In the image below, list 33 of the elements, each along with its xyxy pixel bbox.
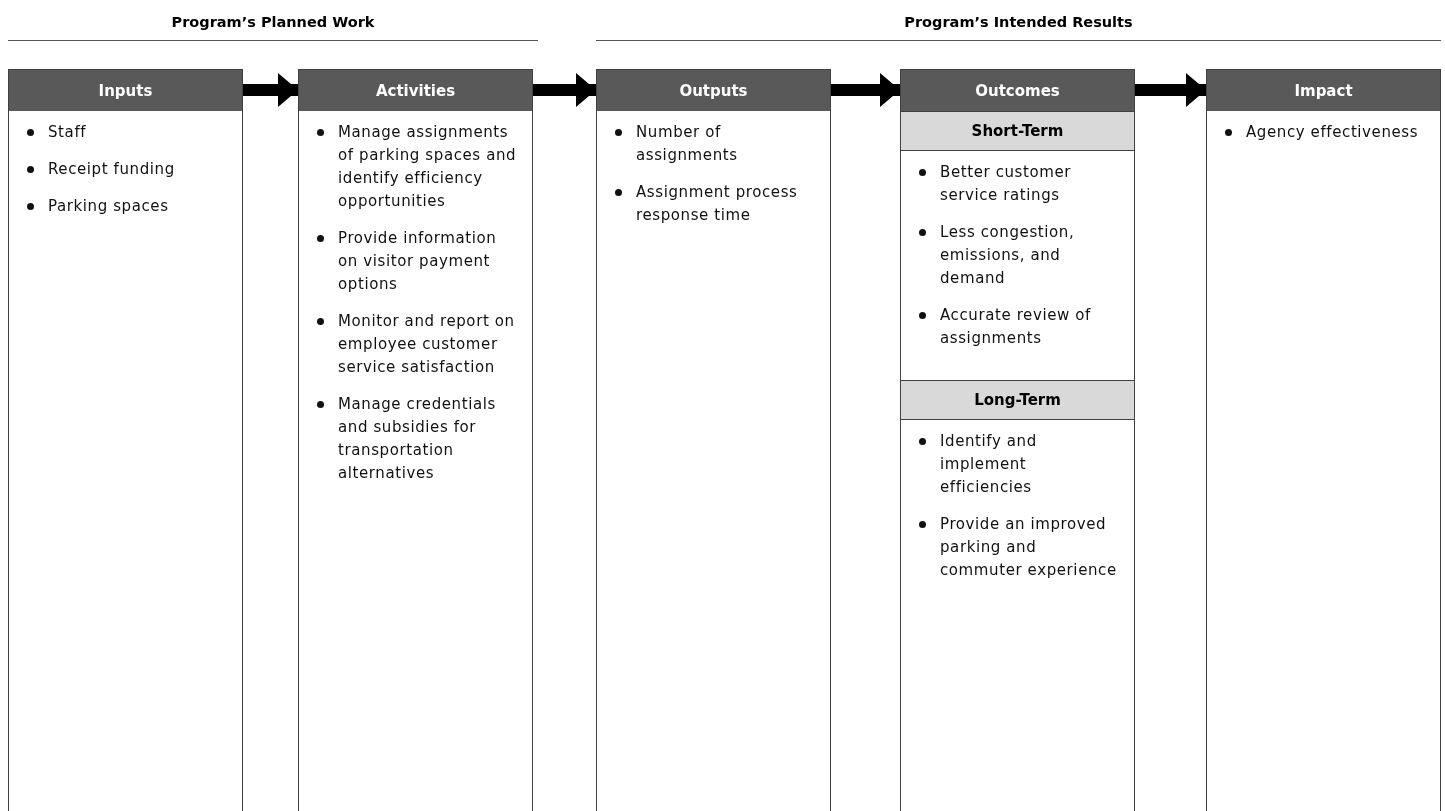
bullet-text: Manage credentials and subsidies for transportation alternatives — [338, 394, 497, 484]
column-heading: Inputs — [9, 70, 242, 111]
column-heading: Activities — [299, 70, 532, 111]
bullet-text: Provide information on visitor payment options — [338, 228, 498, 295]
bullet-text: Assignment process response time — [636, 182, 799, 226]
column-panel — [1206, 69, 1441, 811]
bullet-text: Less congestion, emissions, and demand — [940, 222, 1076, 289]
bullet-text: Receipt funding — [48, 159, 175, 180]
bullet-text: Manage assignments of parking spaces and identify efficiency opportunities — [338, 122, 518, 212]
bullet-text: Better customer service ratings — [940, 162, 1073, 206]
section-title: Program’s Planned Work — [8, 14, 538, 41]
column-heading: Outputs — [597, 70, 830, 111]
arrow — [831, 73, 900, 107]
section-heading: Short-Term — [901, 111, 1134, 151]
bullet-text: Identify and implement efficiencies — [940, 431, 1038, 498]
arrow — [243, 73, 298, 107]
column-heading: Impact — [1207, 70, 1440, 111]
column-panel — [900, 69, 1135, 811]
bullet-text: Accurate review of assignments — [940, 305, 1092, 349]
column-heading: Outcomes — [901, 70, 1134, 111]
bullet-text: Parking spaces — [48, 196, 169, 217]
bullet-text: Staff — [48, 122, 87, 143]
arrow — [1135, 73, 1206, 107]
bullet-text: Provide an improved parking and commuter experience — [940, 514, 1118, 581]
arrow — [533, 73, 596, 107]
column-panel — [298, 69, 533, 811]
bullet-text: Monitor and report on employee customer service satisfaction — [338, 311, 516, 378]
bullet-text: Agency effectiveness — [1246, 122, 1419, 143]
column-panel — [596, 69, 831, 811]
section-title: Program’s Intended Results — [596, 14, 1441, 41]
bullet-text: Number of assignments — [636, 122, 739, 166]
section-heading: Long-Term — [901, 380, 1134, 420]
column-panel — [8, 69, 243, 811]
